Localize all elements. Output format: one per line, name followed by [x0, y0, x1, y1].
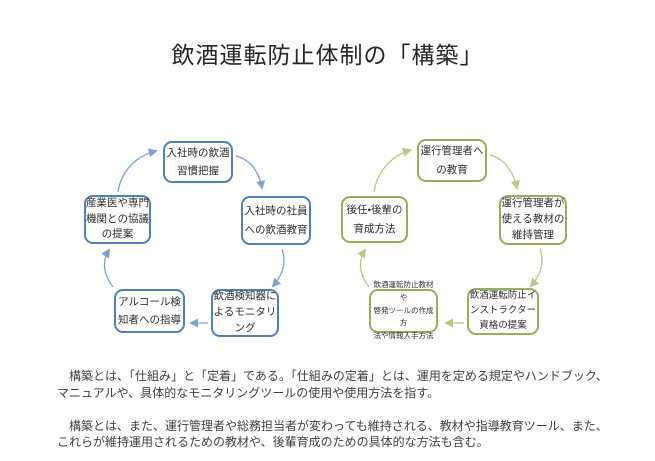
cycle-node-instructor-qualification: 飲酒運転防止イ ンストラクター 資格の提案 — [467, 288, 539, 335]
page-title: 飲酒運転防止体制の「構築」 — [171, 42, 484, 68]
cycle-node-detector-monitoring: 飲酒検知器に よるモニタリ ング — [211, 289, 279, 337]
arrow-right-to-bottomright — [271, 248, 285, 288]
cycle-node-guidance-detected: アルコール検 知者への指導 — [114, 289, 185, 333]
arrow-right-to-bottomright-green — [529, 248, 543, 288]
arrow-top-to-right-green — [489, 154, 520, 190]
cycle-node-material-creation-methods: 飲酒運転防止教材や 啓発ツールの作成方 法や情報入手方法 — [369, 280, 438, 340]
body-text: 構築とは、「仕組み」と「定着」である。「仕組みの定着」とは、運用を定める規定やハ… — [57, 352, 613, 461]
arrow-bottomleft-to-left — [101, 248, 114, 288]
cycle-node-intake-habit: 入社時の飲酒 習慣把握 — [163, 141, 233, 183]
body-paragraph-2: 構築とは、また、運行管理者や総務担当者が変わっても維持される、教材や指導教育ツー… — [57, 418, 608, 450]
arrow-left-to-top — [117, 148, 158, 193]
arrow-left-to-top-green — [373, 147, 412, 193]
arrow-bottomleft-to-left-green — [357, 248, 370, 288]
cycle-node-material-maintenance: 運行管理者が 使える教材の 維持管理 — [499, 195, 567, 245]
cycle-node-successor-training: 後任・後輩の 育成方法 — [341, 196, 408, 243]
cycle-node-manager-education: 運行管理者へ の教育 — [417, 139, 487, 182]
arrow-top-to-right — [235, 155, 266, 190]
cycle-node-consult-specialists: 産業医や専門 機関との協議 の提案 — [84, 195, 151, 244]
cycle-node-intake-education: 入社時の社員 への飲酒教育 — [241, 196, 311, 245]
body-paragraph-1: 構築とは、「仕組み」と「定着」である。「仕組みの定着」とは、運用を定める規定やハ… — [57, 369, 608, 400]
